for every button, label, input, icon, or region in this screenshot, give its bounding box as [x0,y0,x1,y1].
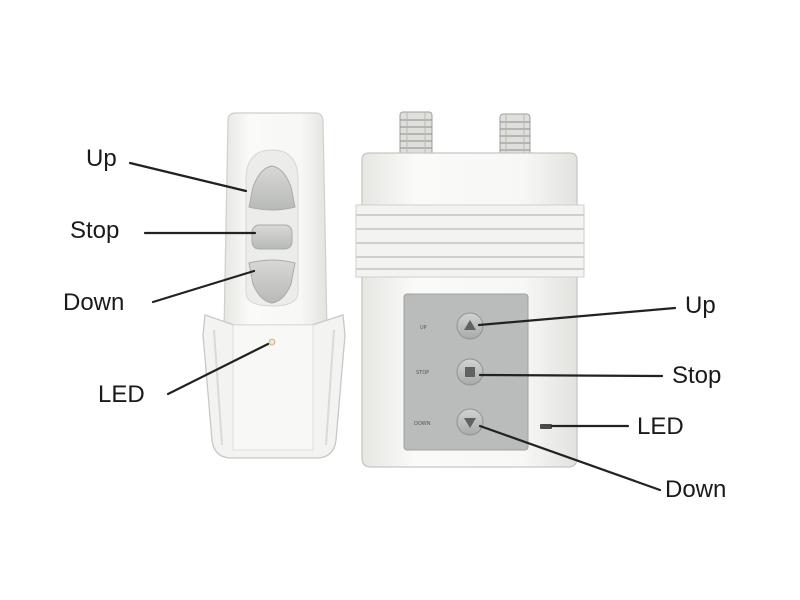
receiver-left-connector [399,111,433,157]
leader-remote-down [151,269,256,304]
remote-control [202,112,346,459]
label-remote-down: Down [63,289,125,316]
label-receiver-up: Up [685,292,716,319]
label-receiver-led: LED [637,413,684,440]
receiver-ribs [355,204,585,278]
label-receiver-stop: Stop [672,362,722,389]
receiver-unit: UP STOP DOWN [355,111,585,468]
leader-receiver-up [477,306,677,327]
arrow-up-icon [464,320,476,330]
leader-lines [128,161,677,492]
panel-text-down: DOWN [414,421,431,427]
remote-up-button[interactable] [248,165,296,211]
receiver-led-indicator [540,424,552,429]
remote-down-button[interactable] [248,259,296,304]
remote-led-indicator [268,338,276,346]
label-remote-stop: Stop [70,217,120,244]
panel-text-stop: STOP [416,370,429,376]
stop-square-icon [465,367,475,377]
label-remote-up: Up [86,145,117,172]
leader-remote-up [128,161,248,193]
receiver-right-connector [499,113,531,157]
leader-receiver-down [478,424,662,492]
label-remote-led: LED [98,381,145,408]
leader-receiver-stop [478,373,664,378]
panel-text-up: UP [420,325,427,331]
label-receiver-down: Down [665,476,727,503]
arrow-down-icon [464,418,476,428]
leader-remote-led [166,342,270,396]
remote-stop-button[interactable] [251,224,293,250]
